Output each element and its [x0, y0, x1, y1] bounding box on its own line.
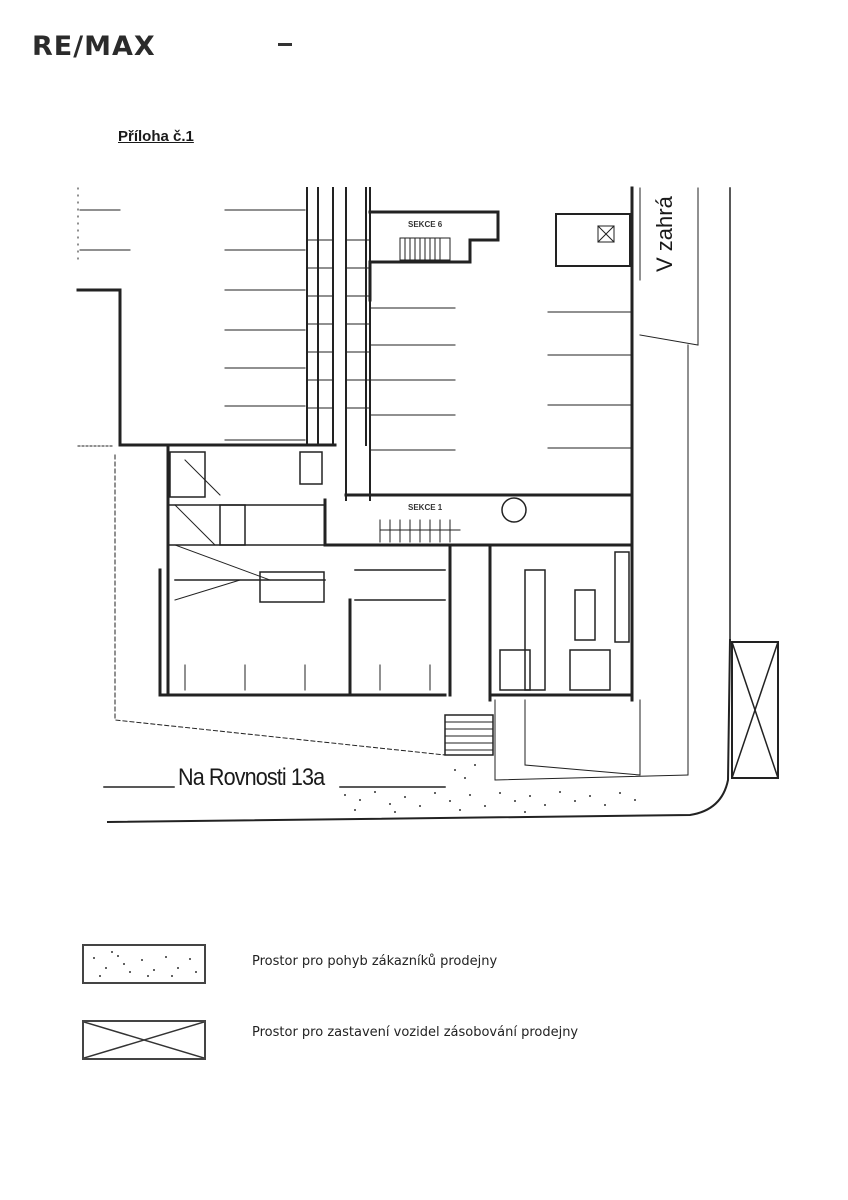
- street-label-bottom: Na Rovnosti 13a: [178, 764, 325, 791]
- street-label-right: V zahrá: [652, 196, 677, 272]
- dotted-pattern-icon: [93, 951, 197, 977]
- legend-dotted-swatch: [82, 944, 206, 984]
- legend-label-customers: Prostor pro pohyb zákazníků prodejny: [252, 954, 498, 969]
- section-label-top: SEKCE 6: [408, 220, 443, 229]
- document-title: Příloha č.1: [118, 128, 194, 145]
- crossed-box-icon: [83, 1021, 205, 1059]
- legend-crossed-swatch: [82, 1020, 206, 1060]
- header-mark: [278, 43, 292, 46]
- legend-label-delivery: Prostor pro zastavení vozidel zásobování…: [252, 1025, 579, 1040]
- remax-logo: RE/MAX: [32, 31, 156, 62]
- section-label-middle: SEKCE 1: [408, 503, 443, 512]
